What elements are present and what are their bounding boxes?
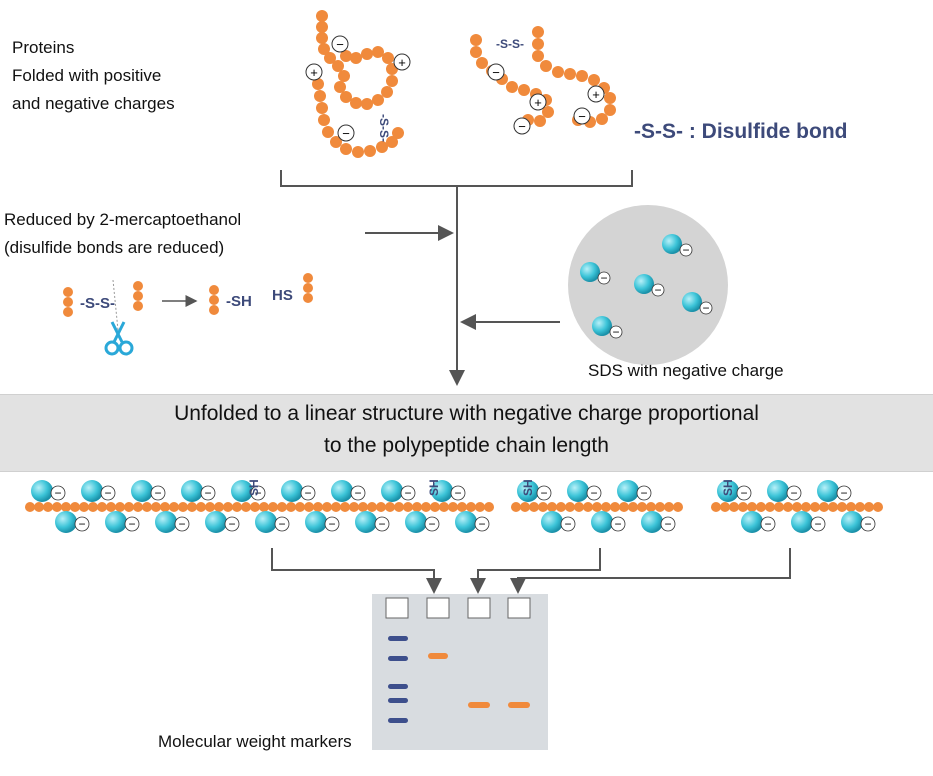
svg-text:−: − xyxy=(682,243,689,257)
svg-text:-S-S-: -S-S- xyxy=(496,37,524,51)
linear-chain-1: − − − − − − − − − − − − − − − − − − xyxy=(25,480,494,533)
svg-text:+: + xyxy=(592,87,600,102)
svg-text:−: − xyxy=(590,486,597,500)
proteins-line-3: and negative charges xyxy=(12,94,175,113)
disulfide-bond-legend: -S-S- : Disulfide bond xyxy=(634,120,848,143)
svg-text:−: − xyxy=(342,126,350,141)
svg-text:−: − xyxy=(764,517,771,531)
flow-connectors xyxy=(280,170,633,386)
marker-bands xyxy=(388,636,408,723)
svg-text:−: − xyxy=(104,486,111,500)
result-banner xyxy=(0,394,933,472)
svg-text:−: − xyxy=(378,517,385,531)
reduction-label: Reduced by 2-mercaptoethanol (disulfide … xyxy=(4,206,384,262)
svg-text:−: − xyxy=(278,517,285,531)
svg-text:−: − xyxy=(328,517,335,531)
svg-text:−: − xyxy=(790,486,797,500)
sample-bands xyxy=(428,653,530,708)
proteins-line-1: Proteins xyxy=(12,38,75,57)
well-4 xyxy=(507,597,531,619)
ss-bond-text: -S-S- xyxy=(80,295,115,312)
sh-group-label: SH xyxy=(721,479,735,496)
svg-text:−: − xyxy=(354,486,361,500)
svg-text:−: − xyxy=(304,486,311,500)
sds-label: SDS with negative charge xyxy=(588,361,784,380)
svg-text:−: − xyxy=(540,486,547,500)
svg-text:−: − xyxy=(640,486,647,500)
svg-text:−: − xyxy=(578,109,586,124)
linear-chain-3: − − − − − − xyxy=(711,480,883,533)
svg-text:+: + xyxy=(310,65,318,80)
sh-group-label: SH xyxy=(521,479,535,496)
svg-text:−: − xyxy=(654,283,661,297)
svg-text:−: − xyxy=(814,517,821,531)
sh-group-label: SH xyxy=(427,479,441,496)
svg-text:−: − xyxy=(454,486,461,500)
svg-text:−: − xyxy=(54,486,61,500)
scissors-icon xyxy=(104,321,134,356)
svg-text:−: − xyxy=(154,486,161,500)
svg-text:−: − xyxy=(612,325,619,339)
gel-connectors xyxy=(271,548,791,594)
svg-text:−: − xyxy=(178,517,185,531)
reduction-line-1: Reduced by 2-mercaptoethanol xyxy=(4,210,242,229)
svg-text:−: − xyxy=(404,486,411,500)
well-1 xyxy=(385,597,409,619)
reduction-illustration: -S-S- -SH HS xyxy=(63,273,313,356)
proteins-label: Proteins Folded with positive and negati… xyxy=(12,34,272,118)
svg-text:−: − xyxy=(428,517,435,531)
svg-text:−: − xyxy=(204,486,211,500)
svg-text:−: − xyxy=(564,517,571,531)
well-3 xyxy=(467,597,491,619)
svg-text:−: − xyxy=(864,517,871,531)
svg-text:−: − xyxy=(228,517,235,531)
reduction-line-2: (disulfide bonds are reduced) xyxy=(4,238,225,257)
svg-text:−: − xyxy=(600,271,607,285)
sds-page-gel xyxy=(372,594,548,750)
svg-text:−: − xyxy=(840,486,847,500)
svg-text:−: − xyxy=(478,517,485,531)
svg-text:−: − xyxy=(254,486,261,500)
svg-text:−: − xyxy=(128,517,135,531)
svg-text:−: − xyxy=(664,517,671,531)
molecular-weight-markers-label: Molecular weight markers xyxy=(158,732,352,751)
protein-2-charges: -S-S- − + + − − xyxy=(487,37,605,135)
sh-text: -SH xyxy=(226,293,252,310)
banner-line-2: to the polypeptide chain length xyxy=(324,434,609,457)
svg-text:−: − xyxy=(702,301,709,315)
banner-line-1: Unfolded to a linear structure with nega… xyxy=(174,402,759,425)
sds-micelle-illustration: − − − − − xyxy=(568,205,728,365)
svg-text:−: − xyxy=(492,65,500,80)
result-banner-text: Unfolded to a linear structure with nega… xyxy=(0,398,933,462)
sh-group-label: SH xyxy=(247,479,261,496)
svg-text:−: − xyxy=(336,37,344,52)
linear-chain-2: − − − − − − xyxy=(511,480,683,533)
svg-text:+: + xyxy=(398,55,406,70)
well-2 xyxy=(426,597,450,619)
proteins-line-2: Folded with positive xyxy=(12,66,162,85)
svg-text:−: − xyxy=(78,517,85,531)
svg-text:−: − xyxy=(614,517,621,531)
svg-text:−: − xyxy=(518,119,526,134)
svg-text:-S-S-: -S-S- xyxy=(377,114,391,142)
protein-1-charges: − + + − -S-S- xyxy=(305,35,411,142)
folded-protein-1 xyxy=(312,10,404,158)
hs-text: HS xyxy=(272,287,293,304)
svg-text:+: + xyxy=(534,95,542,110)
svg-text:−: − xyxy=(740,486,747,500)
